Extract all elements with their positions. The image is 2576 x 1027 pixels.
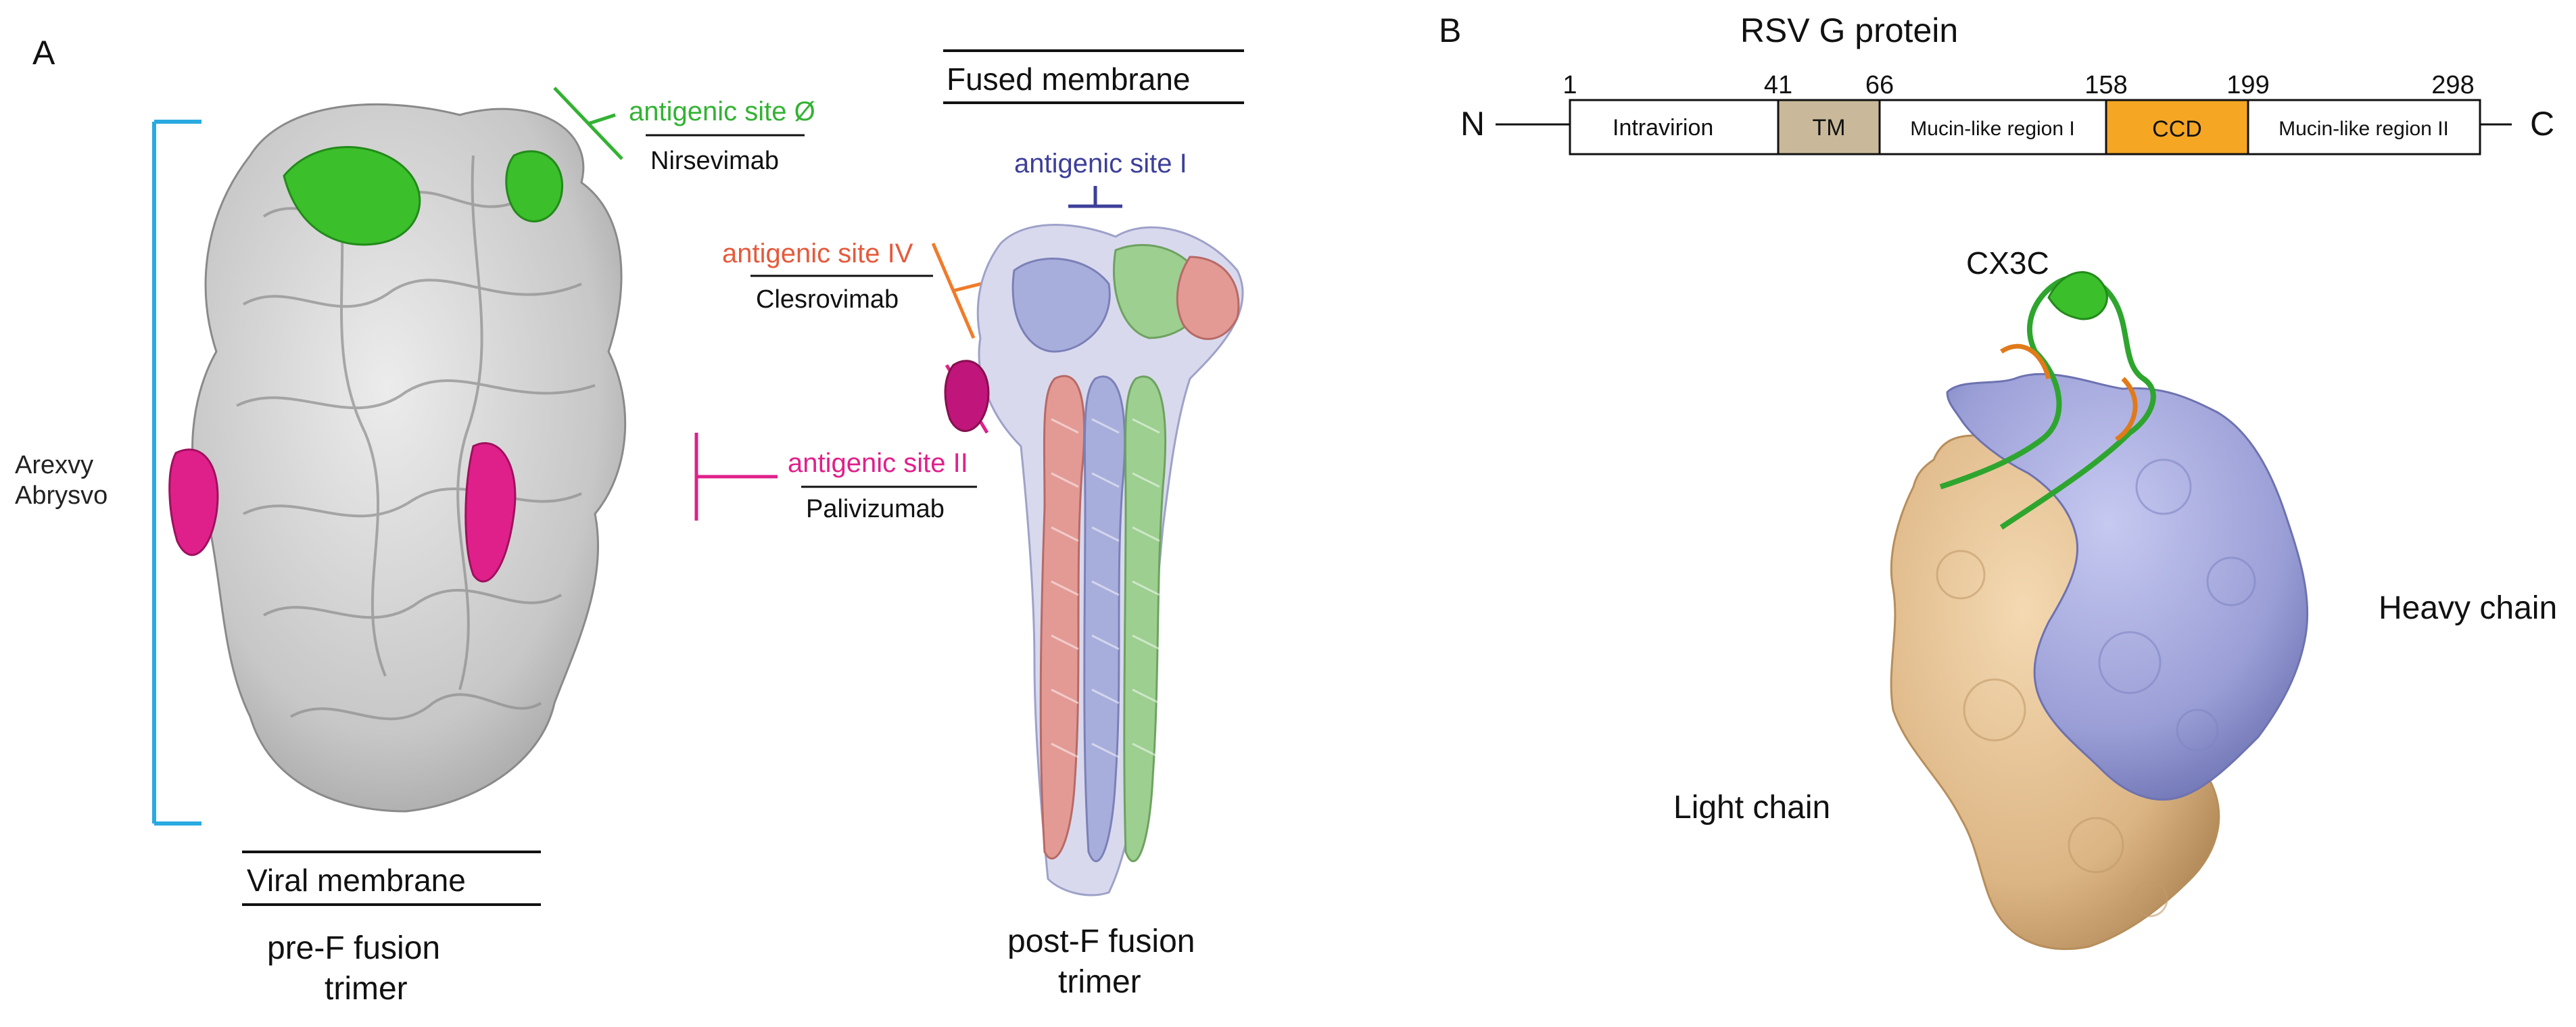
- postfusion-caption-line1: post-F fusion: [1007, 924, 1195, 959]
- domain-intravirion: [1569, 99, 1780, 156]
- prefusion-trimer-structure: [168, 103, 627, 813]
- site-two-label: antigenic site II: [788, 448, 968, 478]
- site-one-label: antigenic site I: [1014, 149, 1187, 178]
- domain-map: [1569, 99, 2481, 156]
- domain-ccd: [2105, 99, 2249, 156]
- c-terminus-label: C: [2530, 105, 2554, 143]
- site-zero-marker: [553, 87, 623, 160]
- residue-number-41: 41: [1764, 71, 1792, 99]
- cx3c-helix: [2047, 271, 2108, 320]
- vaccine-bracket: [152, 120, 201, 826]
- g-protein-title: RSV G protein: [1740, 11, 1958, 49]
- heavy-chain-label: Heavy chain: [2379, 590, 2557, 626]
- vaccine-label-abrysvo: Abrysvo: [15, 481, 108, 510]
- nirsevimab-label: Nirsevimab: [650, 147, 779, 175]
- residue-number-199: 199: [2226, 71, 2269, 99]
- domain-tm-label: TM: [1812, 115, 1845, 141]
- light-chain-label: Light chain: [1673, 790, 1830, 826]
- site-four-label: antigenic site IV: [722, 239, 913, 268]
- clesrovimab-label: Clesrovimab: [756, 285, 899, 314]
- site-one-marker: [1068, 186, 1122, 208]
- cx3c-label: CX3C: [1966, 245, 2049, 281]
- domain-ccd-label: CCD: [2152, 116, 2202, 142]
- antibody-fab-surface: [1890, 271, 2309, 951]
- prefusion-caption-line2: trimer: [325, 971, 408, 1007]
- palivizumab-label: Palivizumab: [806, 495, 945, 523]
- postfusion-trimer-structure: [944, 224, 1244, 897]
- domain-mucin-1-label: Mucin-like region I: [1910, 118, 2074, 140]
- postfusion-caption-line2: trimer: [1058, 964, 1141, 1000]
- fused-membrane-label: Fused membrane: [947, 62, 1191, 97]
- panel-b-label: B: [1439, 11, 1461, 49]
- site-two-marker: [694, 433, 778, 521]
- domain-tm: [1777, 99, 1881, 156]
- site-zero-label: antigenic site Ø: [629, 97, 815, 126]
- prefusion-caption-line1: pre-F fusion: [267, 930, 440, 966]
- residue-number-1: 1: [1563, 71, 1577, 99]
- residue-number-298: 298: [2431, 71, 2474, 99]
- domain-intravirion-label: Intravirion: [1613, 115, 1713, 141]
- residue-number-66: 66: [1865, 71, 1894, 99]
- domain-mucin-2: [2247, 99, 2481, 156]
- n-terminus-label: N: [1460, 105, 1485, 143]
- viral-membrane-label: Viral membrane: [247, 863, 466, 898]
- domain-mucin-1: [1878, 99, 2107, 156]
- residue-number-158: 158: [2084, 71, 2127, 99]
- vaccine-label-arexvy: Arexvy: [15, 451, 93, 479]
- panel-a-label: A: [32, 34, 55, 72]
- g-peptide-orange-segment: [2000, 343, 2138, 441]
- domain-mucin-2-label: Mucin-like region II: [2279, 118, 2449, 140]
